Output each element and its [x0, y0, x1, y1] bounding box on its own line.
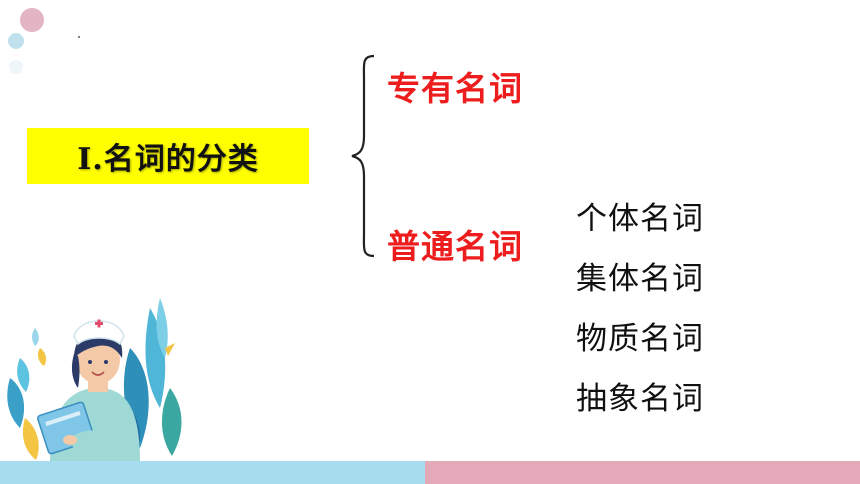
category-proper-noun: 专有名词 — [387, 69, 523, 108]
nurse-illustration — [5, 298, 182, 463]
slide-title: Ⅰ.名词的分类 — [77, 142, 259, 177]
decor-circle-pink — [20, 8, 44, 32]
footer-bar-blue — [0, 461, 425, 484]
subcategory-item: 物质名词 — [576, 321, 704, 357]
decor-circle-faint — [9, 60, 23, 74]
subcategory-item: 抽象名词 — [576, 381, 704, 417]
title-highlight-box: Ⅰ.名词的分类 — [27, 128, 309, 184]
decor-dot — [78, 36, 80, 38]
subcategory-item: 集体名词 — [576, 261, 704, 297]
footer-bar-pink — [425, 461, 860, 484]
subcategory-list: 个体名词 集体名词 物质名词 抽象名词 — [576, 198, 704, 438]
decor-circle-blue — [8, 33, 24, 49]
subcategory-item: 个体名词 — [576, 201, 704, 237]
category-common-noun: 普通名词 — [387, 227, 523, 266]
brace-icon — [351, 54, 375, 258]
